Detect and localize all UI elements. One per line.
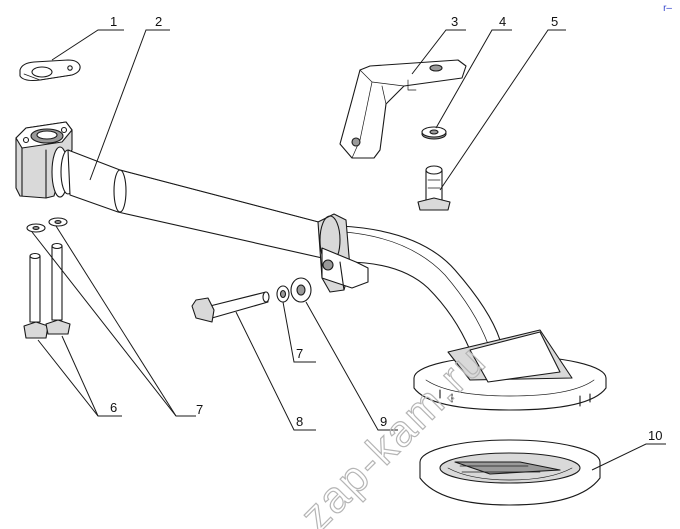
callout-7-center: 7 — [296, 346, 303, 361]
callout-5: 5 — [551, 14, 558, 29]
callout-9: 9 — [380, 414, 387, 429]
part-1-gasket — [19, 59, 81, 82]
part-7-washer-center — [276, 285, 290, 303]
part-2-suction-pipe — [15, 121, 501, 351]
part-5-bolt — [417, 165, 451, 211]
callout-8: 8 — [296, 414, 303, 429]
intake-funnel — [413, 329, 607, 411]
callout-3: 3 — [451, 14, 458, 29]
part-7-washers-left — [26, 217, 68, 233]
part-10-filter-ring — [419, 439, 601, 506]
corner-mark: r– — [663, 3, 672, 14]
callout-labels: 1 2 3 4 5 6 7 7 8 9 10 — [110, 14, 662, 443]
callout-1: 1 — [110, 14, 117, 29]
part-4-nut — [421, 126, 447, 140]
part-3-bracket — [339, 59, 467, 159]
callout-10: 10 — [648, 428, 662, 443]
leader-lines — [31, 29, 666, 471]
part-8-bolt — [191, 291, 270, 323]
callout-4: 4 — [499, 14, 506, 29]
callout-7-left: 7 — [196, 402, 203, 417]
callout-2: 2 — [155, 14, 162, 29]
part-9-washer — [290, 277, 312, 303]
part-6-bolts — [23, 242, 71, 339]
callout-6: 6 — [110, 400, 117, 415]
